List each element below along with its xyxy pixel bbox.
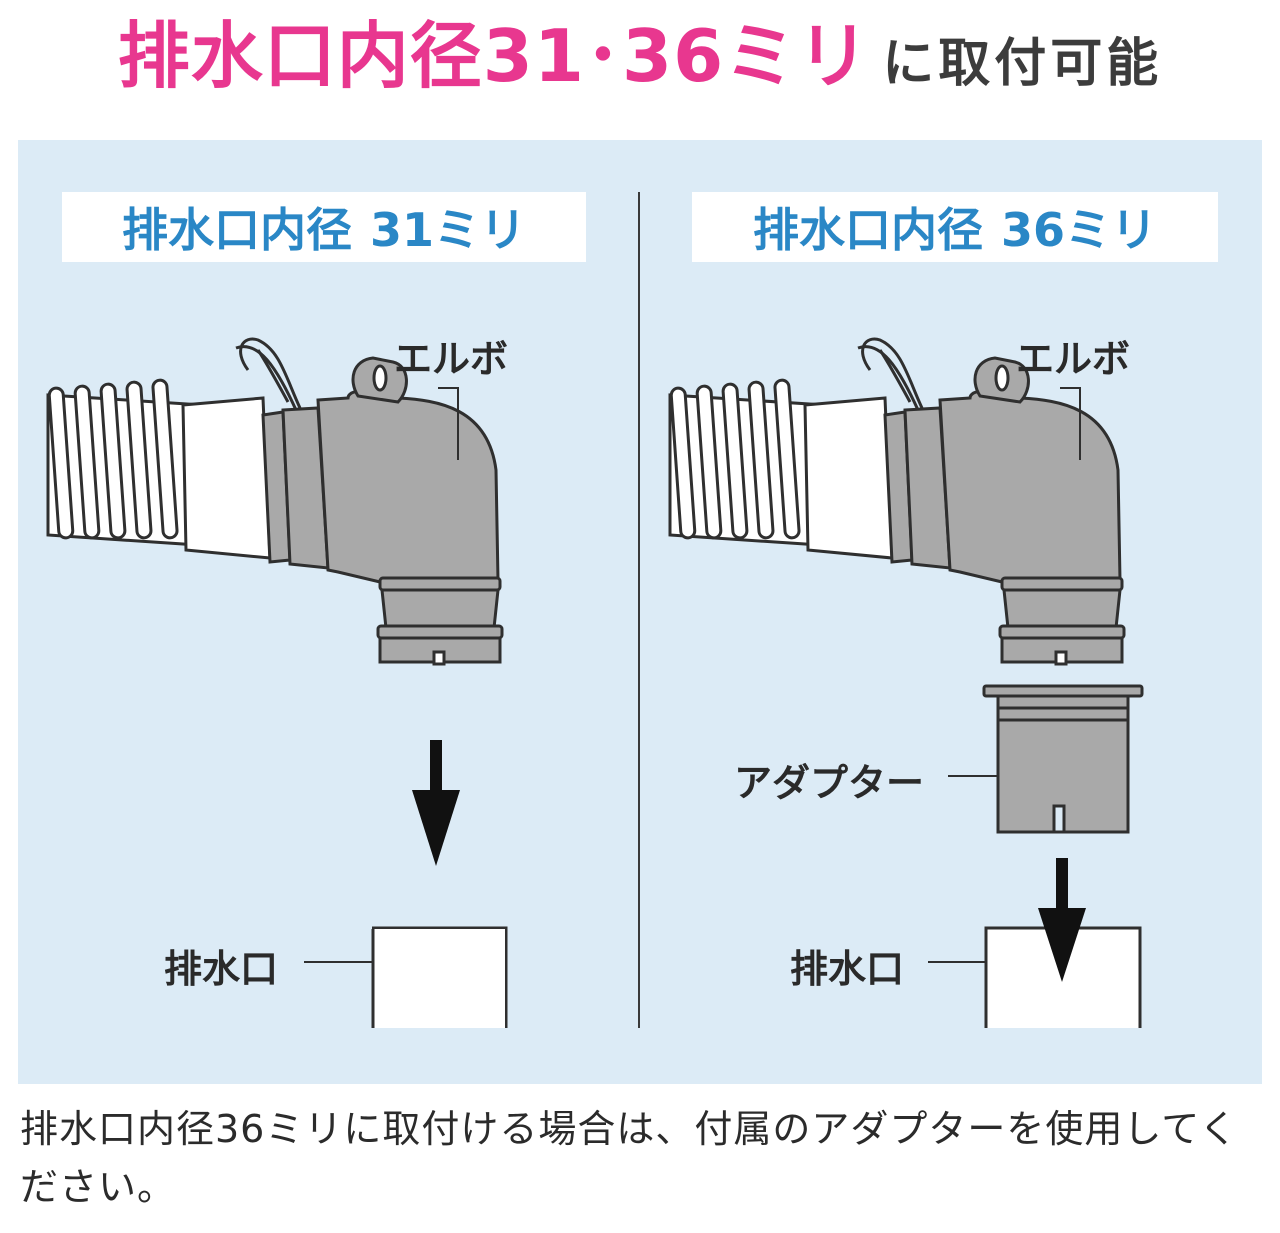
left-down-arrow-icon bbox=[412, 740, 460, 866]
left-header-size: 31ミリ bbox=[369, 203, 526, 257]
caption-text: 排水口内径36ミリに取付ける場合は、付属のアダプターを使用してください。 bbox=[20, 1107, 1239, 1209]
adapter-part bbox=[982, 684, 1144, 834]
adapter-label: アダプター bbox=[734, 761, 925, 805]
right-panel-header: 排水口内径 36ミリ bbox=[692, 192, 1218, 262]
left-drain-label: 排水口 bbox=[164, 947, 279, 991]
page-title: 排水口内径31･36ミリに取付可能 bbox=[0, 8, 1280, 104]
right-header-size: 36ミリ bbox=[1000, 203, 1157, 257]
panel-divider bbox=[638, 192, 640, 1028]
left-panel-header: 排水口内径 31ミリ bbox=[62, 192, 586, 262]
hose-elbow-drawing bbox=[46, 337, 1144, 1028]
left-elbow-label: エルボ bbox=[394, 337, 509, 381]
left-hose-elbow bbox=[46, 337, 504, 666]
left-drain bbox=[373, 929, 505, 1028]
title-main: 排水口内径31･36ミリ bbox=[117, 14, 871, 98]
right-hose-elbow bbox=[668, 337, 1126, 666]
right-drain-label: 排水口 bbox=[790, 947, 905, 991]
right-elbow-label: エルボ bbox=[1016, 337, 1131, 381]
left-header-label: 排水口内径 bbox=[121, 203, 352, 257]
right-header-label: 排水口内径 bbox=[752, 203, 983, 257]
right-down-arrow-icon bbox=[1038, 858, 1086, 982]
diagram-panel: 排水口内径 31ミリ 排水口内径 36ミリ bbox=[18, 140, 1262, 1084]
title-suffix: に取付可能 bbox=[882, 34, 1163, 94]
